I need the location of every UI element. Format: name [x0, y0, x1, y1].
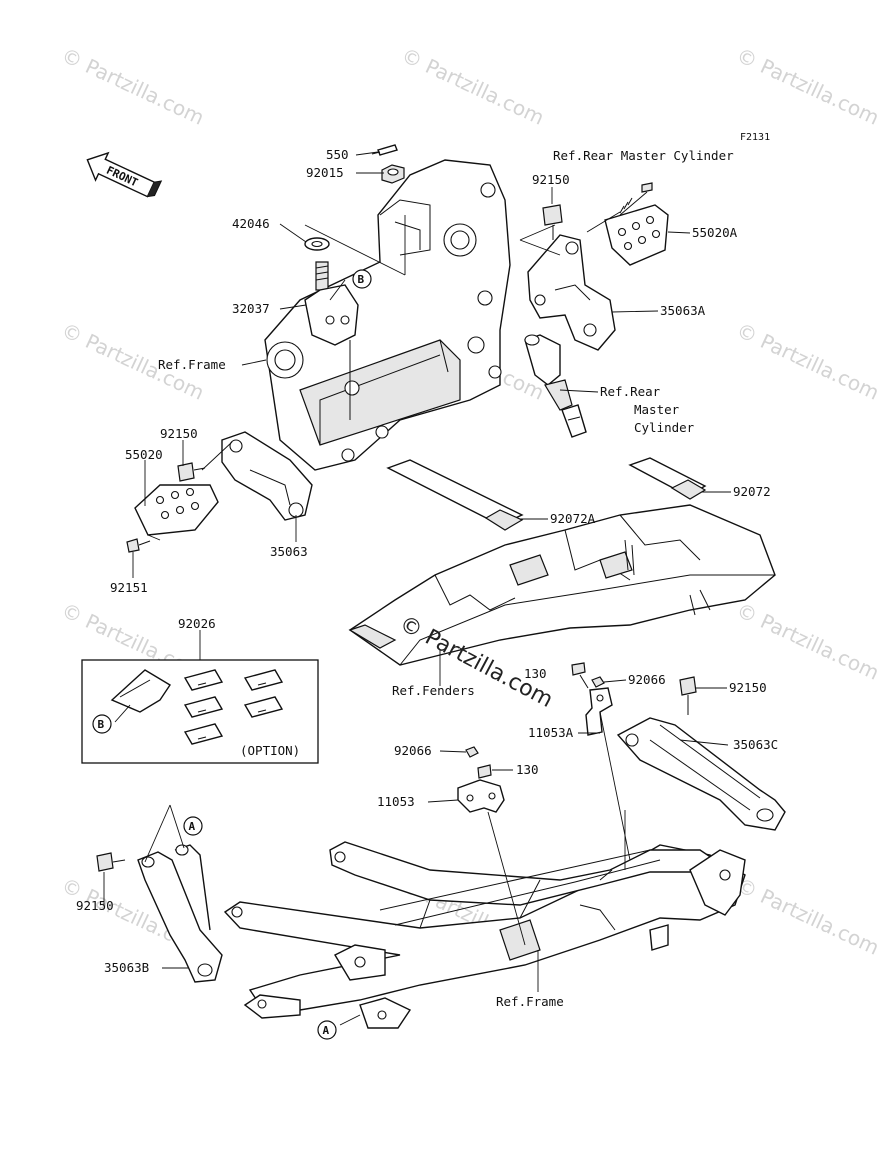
callout-labels: 550 92015 42046 32037 Ref.Frame 92150 55… [76, 147, 778, 1009]
watermark-text: © Partzilla.com [733, 318, 883, 405]
callout-35063A: 35063A [660, 303, 706, 318]
bolt-92151-illustration [126, 538, 151, 553]
band-92072-illustration [628, 457, 707, 500]
callout-92150-top: 92150 [532, 172, 570, 187]
bolt-92150-bottom-illustration [96, 852, 126, 872]
callout-ref-rear-master-cylinder-top: Ref.Rear Master Cylinder [553, 148, 734, 163]
svg-text:B: B [98, 718, 105, 731]
band-92072A-illustration [386, 459, 524, 531]
callout-32037: 32037 [232, 301, 270, 316]
callout-55020A: 55020A [692, 225, 738, 240]
footpeg-bracket-35063B-illustration [137, 844, 223, 983]
rear-subframe-illustration [223, 841, 746, 1029]
callout-130-top: 130 [524, 666, 547, 681]
footpeg-bracket-35063C-illustration [616, 717, 786, 831]
marker-a-frame: A [317, 1020, 337, 1040]
footpeg-bracket-35063-illustration [221, 431, 313, 521]
bolt-550-illustration [371, 144, 398, 156]
callout-35063C: 35063C [733, 737, 778, 752]
bracket-11053A-illustration [585, 687, 613, 736]
svg-text:A: A [323, 1024, 330, 1037]
heel-plate-55020A-illustration [604, 204, 669, 266]
diagram-code: F2131 [740, 132, 770, 143]
rear-fender-illustration [348, 504, 776, 666]
callout-92150-bottom: 92150 [76, 898, 114, 913]
screw-130-top-illustration [571, 662, 589, 689]
bracket-32037-illustration [304, 261, 359, 346]
watermark-text: © Partzilla.com [733, 598, 883, 685]
callout-92151: 92151 [110, 580, 148, 595]
svg-text:B: B [358, 273, 365, 286]
nut-92015-illustration [381, 164, 405, 184]
screw-130-left-illustration [477, 764, 492, 779]
callout-92026: 92026 [178, 616, 216, 631]
option-box: (OPTION) [81, 659, 319, 764]
shim-group [183, 669, 284, 745]
master-cylinder-illustration [524, 334, 587, 438]
callout-55020: 55020 [125, 447, 163, 462]
callout-130-left: 130 [516, 762, 539, 777]
callout-35063: 35063 [270, 544, 308, 559]
callout-ref-rear-3: Cylinder [634, 420, 695, 435]
heel-plate-55020-illustration [134, 484, 219, 536]
watermark-text: © Partzilla.com [58, 43, 208, 130]
callout-92150-left: 92150 [160, 426, 198, 441]
callout-92066-left: 92066 [394, 743, 432, 758]
bolt-ref-rear-mc-illustration [619, 182, 653, 216]
bracket-11053-illustration [457, 779, 505, 813]
callout-ref-rear-1: Ref.Rear [600, 384, 661, 399]
marker-a-bracket: A [183, 816, 203, 836]
footpeg-bracket-35063A-illustration [527, 234, 616, 351]
callout-92150-right: 92150 [729, 680, 767, 695]
callout-ref-rear-2: Master [634, 402, 680, 417]
callout-11053: 11053 [377, 794, 415, 809]
callout-ref-fenders: Ref.Fenders [392, 683, 475, 698]
watermark-text: © Partzilla.com [398, 43, 548, 130]
nut-92066-left-illustration [465, 746, 479, 758]
callout-92072: 92072 [733, 484, 771, 499]
callout-92072A: 92072A [550, 511, 596, 526]
callout-92066-right: 92066 [628, 672, 666, 687]
marker-b-frame: B [352, 269, 372, 289]
callout-35063B: 35063B [104, 960, 149, 975]
callout-550: 550 [326, 147, 349, 162]
front-arrow-icon: FRONT [86, 151, 163, 198]
frame-casting-illustration [264, 159, 511, 471]
watermark-text: © Partzilla.com [733, 43, 883, 130]
marker-b-option: B [92, 714, 112, 734]
callout-11053A: 11053A [528, 725, 574, 740]
callout-ref-frame-top: Ref.Frame [158, 357, 226, 372]
bolt-92150-left-illustration [177, 462, 206, 482]
callout-92015: 92015 [306, 165, 344, 180]
watermark-text: © Partzilla.com [733, 873, 883, 960]
callout-42046: 42046 [232, 216, 270, 231]
bolt-92150-top-illustration [542, 204, 563, 240]
callout-ref-frame-bottom: Ref.Frame [496, 994, 564, 1009]
leader-lines [103, 151, 731, 1026]
washer-42046-illustration [304, 237, 330, 251]
nut-92066-right-illustration [591, 676, 605, 688]
svg-text:A: A [189, 820, 196, 833]
bolt-92150-right-illustration [679, 676, 697, 715]
option-label: (OPTION) [240, 743, 300, 758]
